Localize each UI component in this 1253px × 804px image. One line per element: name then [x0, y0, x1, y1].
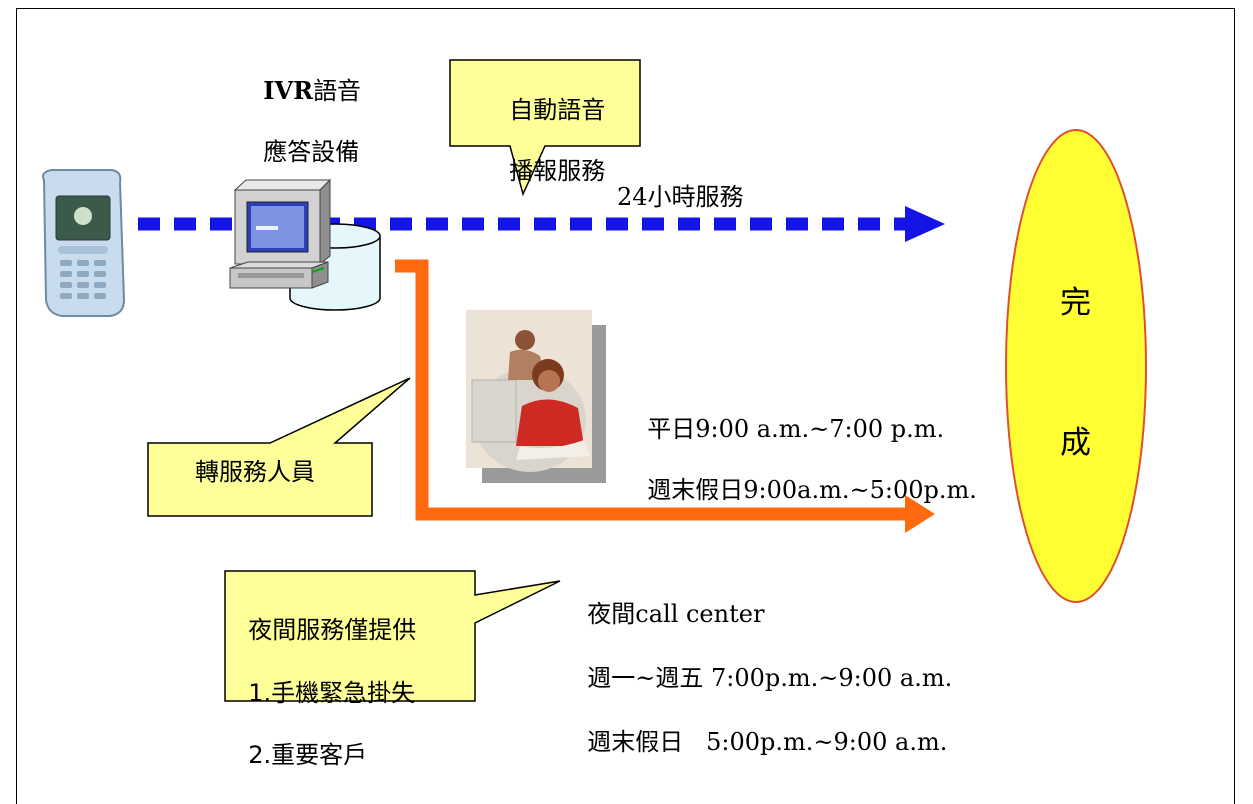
callout-night-text: 夜間服務僅提供 1.手機緊急掛失 2.重要客戶: [233, 584, 416, 771]
callout-transfer: [147, 377, 411, 517]
complete-ellipse: [1005, 129, 1147, 603]
ivr-label-bold: IVR: [263, 75, 314, 105]
diagram-frame: [16, 8, 1235, 804]
ivr-label-line2: 應答設備: [263, 138, 360, 167]
ivr-label: IVR語音 應答設備: [248, 45, 361, 168]
callout-auto-voice-line1: 自動語音: [509, 95, 606, 124]
label-weekday-hours: 平日9:00 a.m.~7:00 p.m. 週末假日9:00a.m.~5:00p…: [632, 383, 977, 506]
label-weekend: 週末假日9:00a.m.~5:00p.m.: [647, 476, 977, 505]
callout-auto-voice: [449, 59, 641, 197]
callout-night-line1: 夜間服務僅提供: [248, 616, 417, 645]
ivr-label-rest: 語音: [313, 76, 362, 105]
computer-icon: [229, 178, 332, 289]
label-night-weekday: 週一~週五 7:00p.m.~9:00 a.m.: [587, 663, 953, 692]
callout-auto-voice-text: 自動語音 播報服務: [494, 64, 605, 187]
callout-night-line3: 2.重要客戶: [248, 740, 368, 769]
callout-auto-voice-line2: 播報服務: [509, 157, 606, 186]
label-night-title: 夜間call center: [587, 599, 765, 628]
callout-night-line2: 1.手機緊急掛失: [248, 678, 416, 707]
complete-char-2: 成: [1060, 425, 1091, 461]
label-24-hours: 24小時服務: [617, 183, 744, 211]
label-night-weekend: 週末假日 5:00p.m.~9:00 a.m.: [587, 727, 948, 756]
orange-arrow: [395, 259, 935, 533]
label-weekday: 平日9:00 a.m.~7:00 p.m.: [647, 414, 945, 443]
label-night-center: 夜間call center 週一~週五 7:00p.m.~9:00 a.m. 週…: [572, 567, 952, 758]
complete-char-1: 完: [1060, 285, 1091, 321]
callout-transfer-text: 轉服務人員: [195, 458, 315, 486]
callout-night: [224, 570, 561, 702]
customer-service-photo: [466, 310, 606, 483]
mobile-phone-icon: [42, 169, 126, 317]
